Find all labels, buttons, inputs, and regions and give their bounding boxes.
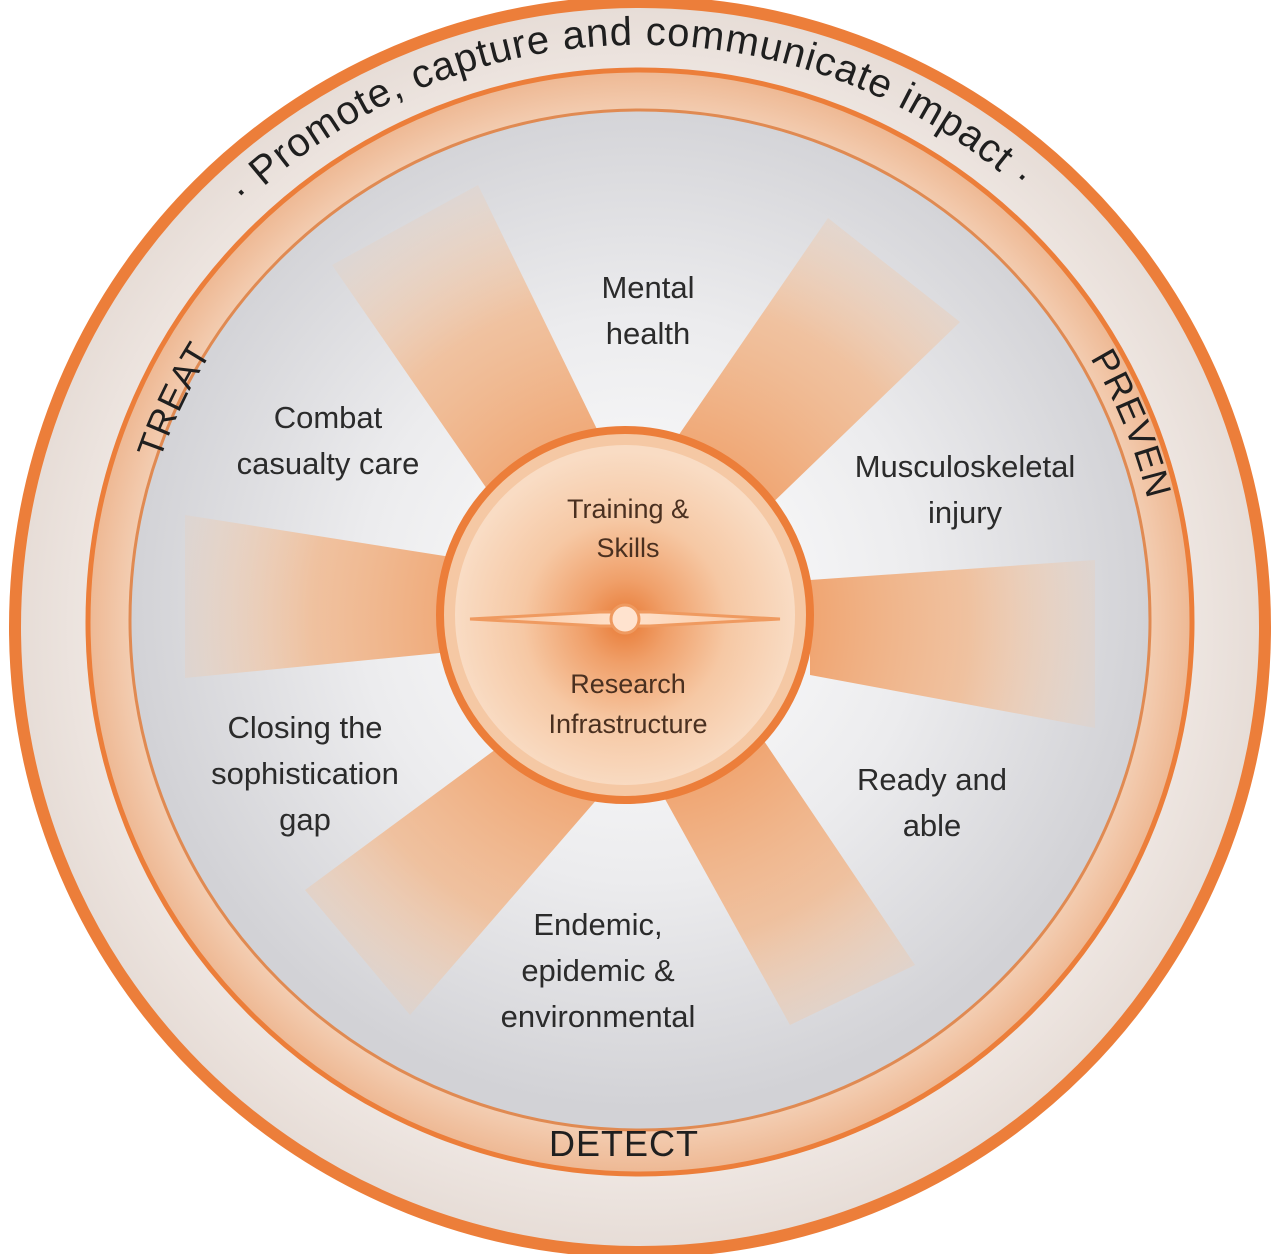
segment-ready-able-line2: able [903, 808, 962, 843]
segment-ready-able: Ready and able [857, 762, 1007, 843]
segment-sophistication: Closing the sophistication gap [211, 710, 399, 837]
spoke-lower-right [660, 735, 915, 1025]
segment-mental-health-line1: Mental [601, 270, 694, 305]
segment-endemic: Endemic, epidemic & environmental [501, 907, 696, 1034]
spoke-left [185, 515, 470, 678]
segment-mental-health: Mental health [601, 270, 694, 351]
segment-sophistication-line3: gap [279, 802, 331, 837]
segment-sophistication-line1: Closing the [227, 710, 382, 745]
spoke-upper-right [665, 218, 960, 515]
hub-label-research-line2: Infrastructure [548, 709, 707, 739]
hub-needle [469, 603, 781, 635]
segment-sophistication-line2: sophistication [211, 756, 399, 791]
hub-label-training-line2: Skills [596, 533, 659, 563]
segment-endemic-line3: environmental [501, 999, 696, 1034]
segment-combat-line2: casualty care [237, 446, 420, 481]
spoke-right [810, 560, 1095, 728]
segment-musculoskeletal-line1: Musculoskeletal [855, 449, 1076, 484]
hub-label-training-line1: Training & [567, 494, 689, 524]
segment-combat-line1: Combat [274, 400, 383, 435]
segment-endemic-line2: epidemic & [521, 953, 675, 988]
spoke-upper-left [332, 185, 612, 515]
segment-combat: Combat casualty care [237, 400, 420, 481]
segment-endemic-line1: Endemic, [533, 907, 662, 942]
ring-label-detect: DETECT [549, 1123, 699, 1164]
segment-musculoskeletal-line2: injury [928, 495, 1003, 530]
hub-label-research-line1: Research [570, 669, 686, 699]
spokes [185, 185, 1095, 1025]
segment-musculoskeletal: Musculoskeletal injury [855, 449, 1076, 530]
spoke-lower-left [305, 735, 605, 1015]
segment-ready-able-line1: Ready and [857, 762, 1007, 797]
segment-mental-health-line2: health [606, 316, 690, 351]
